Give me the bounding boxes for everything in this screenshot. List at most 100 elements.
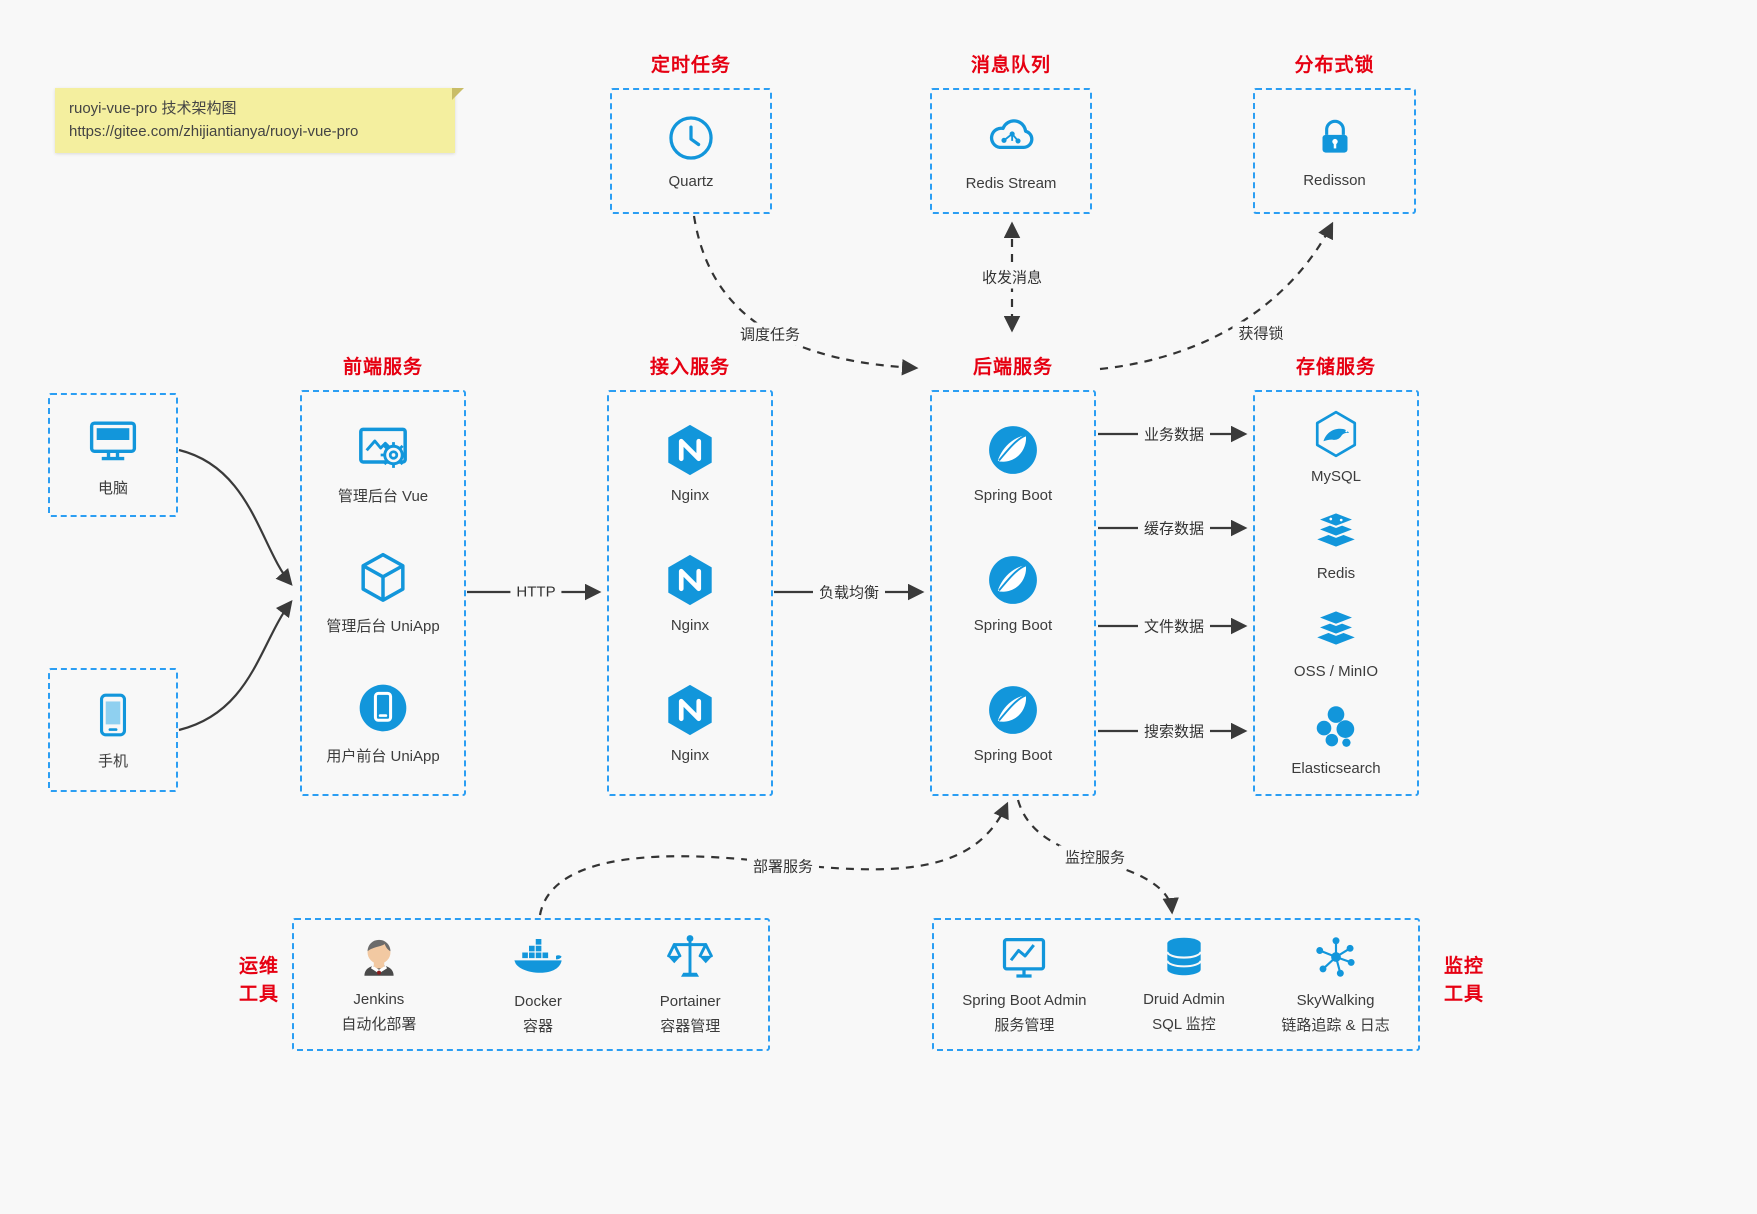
spring-boot-icon	[985, 422, 1041, 478]
sticky-note: ruoyi-vue-pro 技术架构图 https://gitee.com/zh…	[55, 88, 464, 153]
gateway-item-nginx-3: Nginx	[662, 682, 718, 764]
ops-box: Jenkins 自动化部署	[292, 918, 770, 1051]
frontend-item-user-uniapp: 用户前台 UniApp	[326, 680, 440, 766]
ops-item-jenkins: Jenkins 自动化部署	[341, 932, 416, 1038]
spring-boot-admin-icon	[998, 931, 1050, 983]
backend-box: Spring Boot Spring Boot Spring Boot	[930, 390, 1096, 796]
section-title-gateway: 接入服务	[649, 357, 730, 378]
backend-item-label: Spring Boot	[973, 747, 1053, 764]
backend-item-label: Spring Boot	[973, 617, 1053, 634]
edge-label-search-data: 搜索数据	[1137, 719, 1211, 743]
section-title-frontend: 前端服务	[342, 357, 423, 378]
monitoring-item-name: Druid Admin	[1143, 990, 1225, 1008]
spring-boot-icon	[985, 682, 1041, 738]
storage-item-label: OSS / MinIO	[1293, 662, 1379, 680]
gateway-item-label: Nginx	[670, 487, 710, 504]
edge-label-cache-data: 缓存数据	[1137, 516, 1211, 540]
clock-icon	[665, 112, 717, 164]
backend-item-springboot-2: Spring Boot	[974, 552, 1052, 634]
pc-client-box: 电脑	[48, 393, 178, 517]
note-fold	[452, 88, 464, 100]
quartz-box: Quartz	[610, 88, 772, 214]
storage-item-redis: Redis	[1311, 506, 1361, 582]
frontend-item-label: 用户前台 UniApp	[326, 748, 440, 765]
section-title-message-queue: 消息队列	[970, 55, 1051, 76]
section-title-ops-line2: 工具	[238, 983, 279, 1005]
nginx-icon	[662, 552, 718, 608]
gateway-item-label: Nginx	[670, 617, 710, 634]
monitoring-item-druid: Druid Admin SQL 监控	[1143, 932, 1225, 1038]
redisson-box: Redisson	[1253, 88, 1416, 214]
uniapp-cube-icon	[355, 550, 411, 606]
redis-stack-icon	[1311, 506, 1361, 556]
monitoring-item-name: Spring Boot Admin	[962, 991, 1087, 1009]
section-title-ops: 运维 工具	[233, 953, 285, 1008]
ops-item-text: Docker 容器	[514, 990, 562, 1040]
redisson-label: Redisson	[1303, 172, 1366, 189]
ops-item-portainer: Portainer 容器管理	[660, 930, 721, 1040]
lock-icon	[1310, 113, 1360, 163]
ops-item-text: Jenkins 自动化部署	[341, 988, 416, 1038]
mysql-icon	[1311, 409, 1361, 459]
storage-stack-icon	[1311, 604, 1361, 654]
gateway-item-nginx-1: Nginx	[662, 422, 718, 504]
edge-phone-frontend	[178, 600, 293, 732]
section-title-backend: 后端服务	[972, 357, 1053, 378]
monitoring-item-desc: SQL 监控	[1152, 1015, 1216, 1033]
backend-item-springboot-3: Spring Boot	[974, 682, 1052, 764]
nginx-icon	[662, 422, 718, 478]
quartz-label: Quartz	[668, 173, 714, 190]
storage-item-label: MySQL	[1310, 467, 1361, 485]
monitoring-item-text: SkyWalking 链路追踪 & 日志	[1281, 989, 1389, 1039]
storage-item-label: Redis	[1316, 565, 1356, 583]
monitoring-box: Spring Boot Admin 服务管理 Druid Admin SQL 监…	[932, 918, 1420, 1051]
ops-item-desc: 容器	[523, 1017, 554, 1035]
backend-item-label: Spring Boot	[973, 487, 1053, 504]
ops-item-desc: 自动化部署	[341, 1015, 417, 1033]
gateway-box: Nginx Nginx Nginx	[607, 390, 773, 796]
storage-item-elasticsearch: Elasticsearch	[1291, 701, 1381, 778]
ops-item-text: Portainer 容器管理	[660, 990, 721, 1040]
edge-label-message: 收发消息	[975, 265, 1049, 289]
ops-item-desc: 容器管理	[660, 1017, 721, 1035]
smartphone-icon	[88, 690, 138, 740]
cloud-network-icon	[983, 110, 1039, 166]
edge-desktop-frontend	[178, 448, 293, 586]
edge-label-business-data: 业务数据	[1137, 422, 1211, 446]
section-title-storage: 存储服务	[1295, 357, 1376, 378]
portainer-icon	[663, 930, 717, 984]
frontend-box: 管理后台 Vue 管理后台 UniApp 用户前台 UniApp	[300, 390, 466, 796]
monitoring-item-text: Spring Boot Admin 服务管理	[962, 989, 1086, 1039]
gateway-item-nginx-2: Nginx	[662, 552, 718, 634]
ops-item-docker: Docker 容器	[511, 930, 565, 1040]
jenkins-icon	[354, 932, 404, 982]
elasticsearch-icon	[1311, 701, 1361, 751]
storage-item-label: Elasticsearch	[1291, 760, 1381, 778]
edge-label-file-data: 文件数据	[1137, 614, 1211, 638]
edge-label-lock: 获得锁	[1232, 321, 1290, 345]
ops-item-name: Docker	[514, 992, 562, 1010]
frontend-item-label: 管理后台 Vue	[337, 488, 429, 505]
frontend-item-admin-vue: 管理后台 Vue	[338, 420, 428, 506]
monitoring-item-name: SkyWalking	[1296, 991, 1375, 1009]
phone-client-box: 手机	[48, 668, 178, 792]
storage-box: MySQL Redis OSS	[1253, 390, 1419, 796]
edge-acquire-lock	[1099, 221, 1334, 371]
admin-vue-icon	[355, 420, 411, 476]
pc-client-label: 电脑	[97, 479, 128, 497]
section-title-monitoring-line1: 监控	[1443, 956, 1484, 977]
section-title-scheduled-task: 定时任务	[650, 55, 731, 76]
monitoring-item-skywalking: SkyWalking 链路追踪 & 日志	[1281, 931, 1390, 1039]
nginx-icon	[662, 682, 718, 738]
frontend-item-admin-uniapp: 管理后台 UniApp	[326, 550, 440, 636]
edge-label-monitoring: 监控服务	[1058, 845, 1132, 869]
section-title-monitoring: 监控 工具	[1438, 953, 1490, 1008]
section-title-monitoring-line2: 工具	[1443, 983, 1484, 1005]
section-title-ops-line1: 运维	[238, 956, 279, 977]
edge-label-deploy: 部署服务	[746, 854, 820, 878]
monitoring-item-desc: 服务管理	[994, 1016, 1055, 1034]
frontend-item-label: 管理后台 UniApp	[326, 618, 440, 635]
phone-client-label: 手机	[97, 752, 128, 770]
edge-label-schedule: 调度任务	[733, 322, 807, 346]
